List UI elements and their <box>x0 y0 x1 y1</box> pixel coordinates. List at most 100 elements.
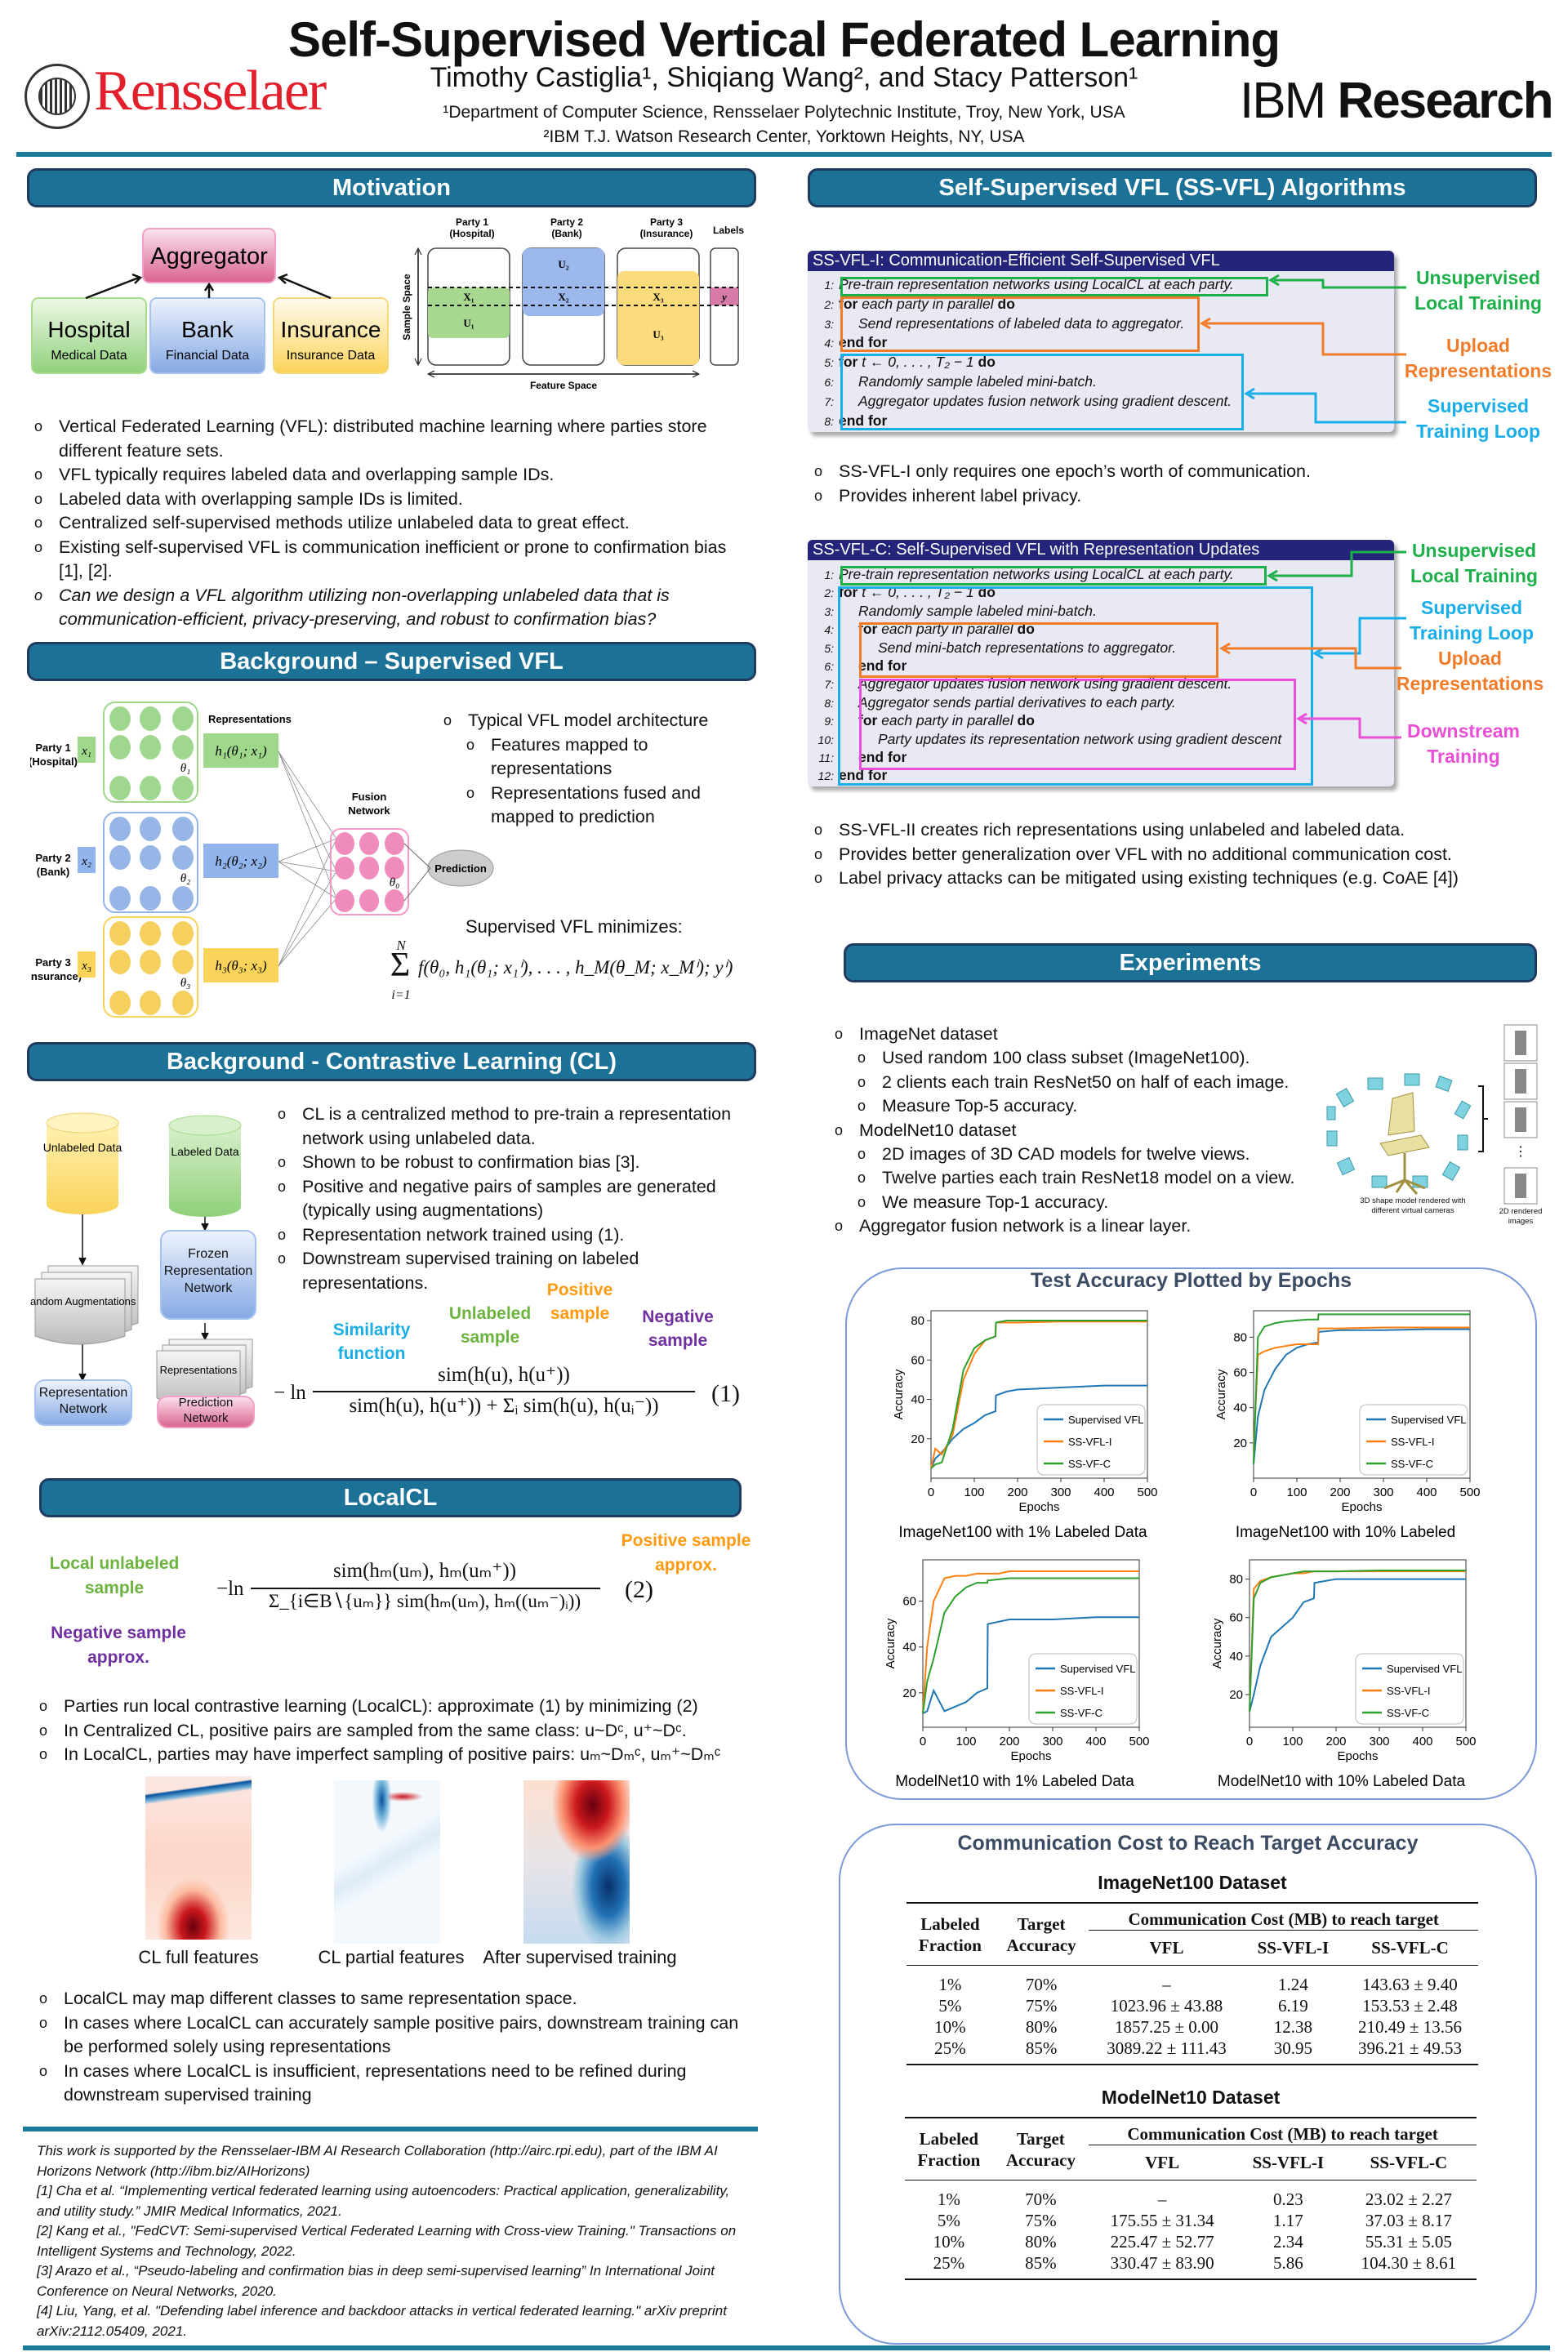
x-tick-label: 400 <box>1085 1735 1106 1748</box>
algorithm-line: 7:Aggregator updates fusion network usin… <box>808 393 1232 410</box>
eq-tag: (1) <box>711 1380 740 1407</box>
eq-denominator: Σ_{i∈B∖{uₘ}} sim(hₘ(uₘ), hₘ((uₘ⁻)ᵢ)) <box>268 1591 581 1611</box>
neuron <box>109 706 131 731</box>
x-tick-label: 100 <box>1286 1486 1307 1499</box>
legend-label: Supervised VFL <box>1068 1414 1144 1426</box>
highlight-downstream <box>859 679 1296 770</box>
x-axis-label: Epochs <box>1341 1500 1382 1514</box>
table-cell: 5% <box>937 2211 960 2230</box>
legend-label: Supervised VFL <box>1387 1663 1463 1675</box>
heatmap-cl-full <box>145 1776 252 1940</box>
line-number: 5: <box>824 641 834 655</box>
table-cell: 75% <box>1025 1996 1058 2016</box>
line-number: 10: <box>817 733 834 746</box>
neuron <box>359 889 379 912</box>
x-tick-label: 100 <box>1282 1735 1303 1748</box>
section-header-algorithms: Self-Supervised VFL (SS-VFL) Algorithms <box>808 168 1537 207</box>
sample-feature-space-diagram: Party 1(Hospital) Party 2(Bank) Party 3(… <box>401 216 744 391</box>
party3-label: Party 3 <box>650 216 683 228</box>
neuron <box>109 950 131 974</box>
representation-label: h₃(θ₃; x₃) <box>215 958 267 973</box>
algorithm-title: SS-VFL-I: Communication-Efficient Self-S… <box>808 251 1394 271</box>
table-cell: – <box>1157 2189 1167 2209</box>
annotation-local-unlabeled: Local unlabeled sample <box>49 1554 180 1597</box>
party2-sublabel: (Bank) <box>551 228 581 239</box>
bullet: Labeled data with overlapping sample IDs… <box>34 488 753 512</box>
keyword: for <box>858 712 878 729</box>
cl-flowchart: Unlabeled Data Labeled Data Random Augme… <box>30 1112 256 1428</box>
sum-upper: N <box>396 938 406 953</box>
insurance-sublabel: Insurance Data <box>287 349 376 363</box>
representation-network <box>103 916 198 1018</box>
y-axis-label: Accuracy <box>1214 1369 1228 1419</box>
label-upload-representations: Upload Representations <box>1396 648 1544 694</box>
table-cell: 1.24 <box>1277 1975 1308 1994</box>
party-label: Party 3(Insurance) <box>30 956 82 982</box>
x-tick-label: 300 <box>1373 1486 1393 1499</box>
y-tick-label: 40 <box>911 1393 924 1407</box>
section-header-motivation: Motivation <box>27 168 756 207</box>
x-tick-label: 300 <box>1042 1735 1062 1748</box>
neuron <box>140 776 161 800</box>
neuron <box>109 991 131 1015</box>
line-text: t ← 0, . . . , T₂ − 1 <box>858 354 978 371</box>
label-supervised-training-loop: Supervised Training Loop <box>1409 597 1535 644</box>
y-label: y <box>720 291 727 303</box>
bullet: In cases where LocalCL can accurately sa… <box>39 2011 758 2060</box>
labeled-data-cylinder <box>168 1115 242 1217</box>
input-label: x₂ <box>81 855 91 868</box>
theta-label: θ₃ <box>180 977 191 990</box>
x-tick-label: 200 <box>1330 1486 1350 1499</box>
annotation-negative-approx: Negative sample approx. <box>51 1624 186 1667</box>
bullet: Representations fused and mapped to pred… <box>466 782 754 830</box>
legend-label: SS-VF-C <box>1060 1707 1102 1719</box>
keyword: end for <box>839 334 888 351</box>
motivation-bullets: Vertical Federated Learning (VFL): distr… <box>34 415 753 632</box>
algorithm-line: 11:end for <box>808 749 907 766</box>
u3-label: U₃ <box>653 328 663 341</box>
line-number: 9: <box>824 715 834 728</box>
legend-label: Supervised VFL <box>1391 1414 1467 1426</box>
theta-label: θ₁ <box>180 762 191 775</box>
y-tick-label: 40 <box>1229 1650 1243 1664</box>
table-cell: 153.53 ± 2.48 <box>1362 1996 1458 2016</box>
neuron <box>172 950 194 974</box>
neuron <box>359 857 379 880</box>
fusion-network <box>330 828 409 915</box>
line-text: each party in parallel <box>877 621 1018 638</box>
header-vfl: VFL <box>1149 1938 1184 1958</box>
table-cell: 104.30 ± 8.61 <box>1361 2253 1457 2273</box>
frozen-network-box <box>160 1230 256 1320</box>
y-tick-label: 20 <box>1233 1437 1247 1450</box>
hospital-label: Hospital <box>47 317 130 342</box>
minimizes-label: Supervised VFL minimizes: <box>466 916 683 937</box>
party-label: Party 1(Hospital) <box>30 742 78 768</box>
table-cell: 23.02 ± 2.27 <box>1365 2189 1452 2209</box>
line-number: 2: <box>824 297 834 311</box>
bullet: Shown to be robust to confirmation bias … <box>278 1151 760 1175</box>
random-augmentations-doc <box>34 1265 139 1345</box>
legend-label: SS-VF-C <box>1391 1458 1433 1470</box>
table-cell: 10% <box>934 2017 966 2037</box>
heatmap-after-supervised <box>523 1780 630 1944</box>
prediction-node <box>427 849 494 887</box>
x1-label: X₁ <box>463 291 474 303</box>
neuron <box>140 735 161 760</box>
line-number: 5: <box>824 356 834 370</box>
bullet: Existing self-supervised VFL is communic… <box>34 536 753 584</box>
u1-label: U₁ <box>463 317 474 329</box>
bullet: In cases where LocalCL is insufficient, … <box>39 2060 758 2108</box>
y-tick-label: 40 <box>1233 1401 1247 1415</box>
table-cell: 5.86 <box>1272 2253 1303 2273</box>
supervised-bullets: Typical VFL model architecture Features … <box>443 709 754 830</box>
table-title: ModelNet10 Dataset <box>1101 2087 1281 2108</box>
line-text: each party in parallel <box>858 295 998 312</box>
annotation-negative: Negative sample <box>642 1307 714 1350</box>
legend-label: SS-VFL-I <box>1068 1436 1111 1448</box>
label-downstream-training: Downstream Training <box>1406 720 1521 767</box>
series-line-ss-vfl-i <box>1253 1326 1470 1452</box>
algorithm-line: 4:end for <box>808 334 887 351</box>
legend <box>1359 1404 1468 1476</box>
